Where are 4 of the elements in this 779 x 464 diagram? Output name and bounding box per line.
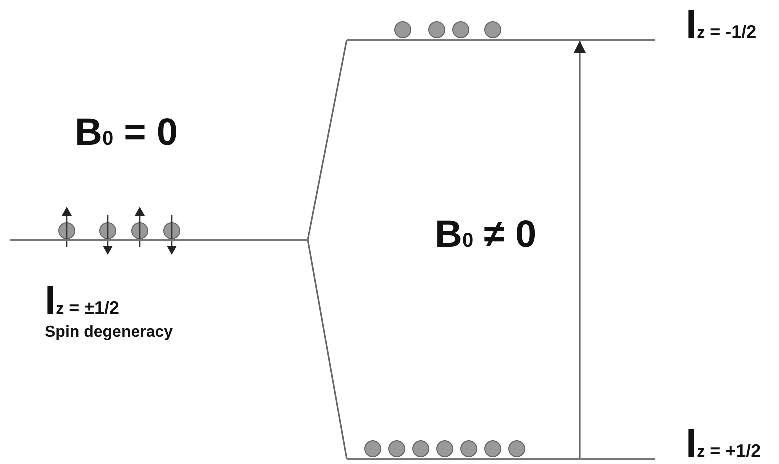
splitting-line: [307, 240, 348, 460]
splitting-line: [307, 40, 348, 240]
transition-arrow: [574, 41, 586, 458]
state-caption: Spin degeneracy: [45, 324, 174, 342]
